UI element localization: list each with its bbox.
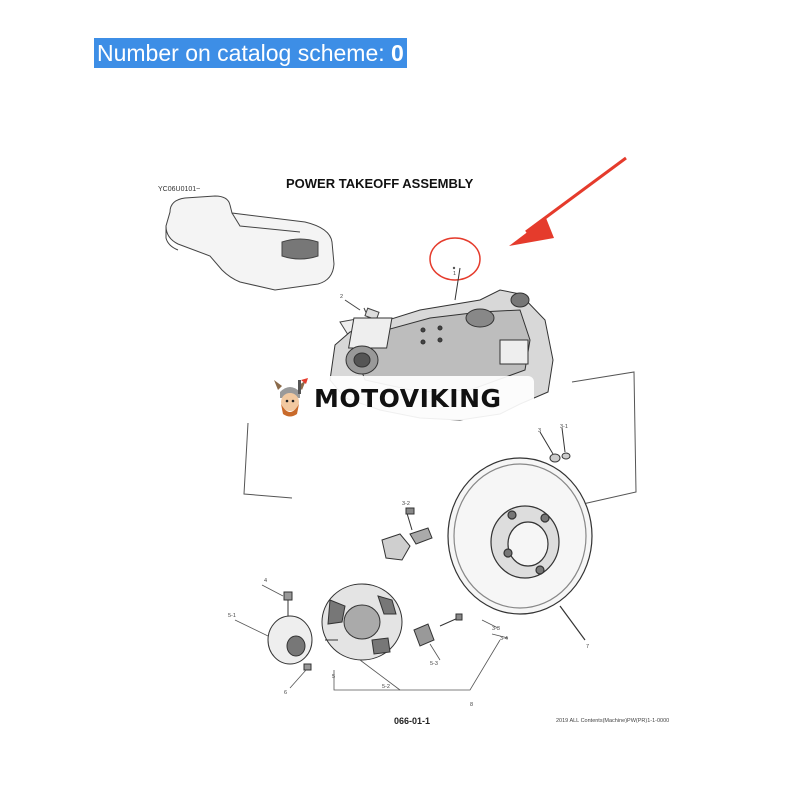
catalog-scheme-number: 0 xyxy=(391,40,404,66)
coupling-part xyxy=(321,583,403,661)
leader-lines xyxy=(234,584,509,691)
callout-5-1: 5-1 xyxy=(228,613,236,619)
watermark-brand: MOTOVIKING xyxy=(314,383,502,413)
flywheel-plate-part xyxy=(447,457,593,641)
callout-4: 4 xyxy=(264,578,267,584)
callout-3-4: 3-4 xyxy=(500,636,508,642)
figure-footnote: 2019 ALL Contents(Machine)PW(PR)1-1-0000 xyxy=(556,718,669,724)
callout-5-2: 5-2 xyxy=(382,684,390,690)
catalog-scheme-text: Number on catalog scheme: xyxy=(97,40,385,66)
washer-part xyxy=(539,427,571,463)
callout-8: 8 xyxy=(470,702,473,708)
callout-3: 3 xyxy=(538,428,541,434)
diagram-ref-code: YC06U0101~ xyxy=(158,186,200,193)
callout-7: 7 xyxy=(586,644,589,650)
callout-2: 2 xyxy=(340,294,343,300)
hub-part xyxy=(267,591,313,671)
callout-labels: 1 2 3 3-1 3-2 3-3 3-4 4 5 5-1 5-2 5-3 6 … xyxy=(228,271,589,708)
callout-6: 6 xyxy=(284,690,287,696)
callout-3-3: 3-3 xyxy=(492,626,500,632)
pin-part xyxy=(413,613,463,647)
watermark-banner: MOTOVIKING xyxy=(262,376,534,420)
gasket-part xyxy=(243,371,637,507)
red-arrow-icon xyxy=(509,156,627,246)
callout-5-3: 5-3 xyxy=(430,661,438,667)
bracket-part xyxy=(381,507,433,561)
viking-logo-icon xyxy=(274,378,308,417)
highlight-circle xyxy=(429,237,481,281)
callout-3-1: 3-1 xyxy=(560,424,568,430)
cover-part xyxy=(165,195,335,291)
callout-1: 1 xyxy=(453,271,456,277)
figure-id: 066-01-1 xyxy=(394,716,430,726)
diagram-title: POWER TAKEOFF ASSEMBLY xyxy=(286,176,474,191)
catalog-scheme-label: Number on catalog scheme: 0 xyxy=(94,38,407,68)
callout-3-2: 3-2 xyxy=(402,501,410,507)
callout-5: 5 xyxy=(332,674,335,680)
